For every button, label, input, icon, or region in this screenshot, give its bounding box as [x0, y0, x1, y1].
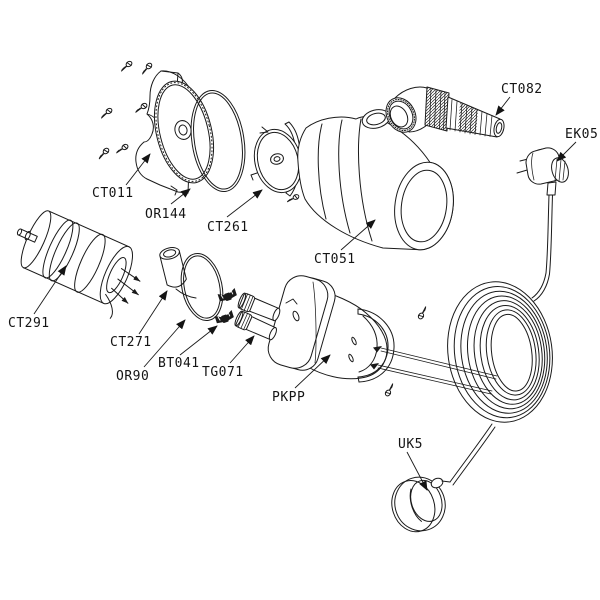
screw-icon — [116, 141, 130, 155]
part-bt041-wing-terminals — [213, 287, 239, 326]
part-label-tg071: TG071 — [202, 365, 244, 380]
part-label-or90: OR90 — [116, 369, 149, 384]
part-label-ct291: CT291 — [8, 316, 50, 331]
part-uk5-suction-cup — [391, 476, 451, 533]
part-pkpp-pump-body — [267, 275, 430, 399]
leader-or90: OR90 — [116, 319, 186, 384]
leader-bt041: BT041 — [158, 325, 218, 371]
part-label-ct082: CT082 — [501, 82, 543, 97]
part-label-uk5: UK5 — [398, 437, 423, 452]
part-ek05-plug — [516, 147, 569, 302]
screw-icon — [414, 306, 430, 322]
part-label-pkpp: PKPP — [272, 390, 305, 405]
leader-ct082: CT082 — [495, 82, 543, 116]
part-label-ek05: EK05 — [565, 127, 598, 142]
part-ct261-plate — [250, 121, 316, 205]
part-ct291-motor — [16, 210, 141, 319]
part-ct051-bellows — [297, 109, 454, 251]
screw-icon — [381, 383, 397, 399]
leader-ct291: CT291 — [8, 265, 67, 331]
screw-icon — [135, 100, 149, 114]
leader-ct011: CT011 — [92, 153, 151, 201]
part-or144-oring — [190, 89, 246, 193]
pump-wires — [370, 346, 498, 395]
part-label-ct271: CT271 — [110, 335, 152, 350]
part-label-bt041: BT041 — [158, 356, 200, 371]
screw-icon — [101, 106, 114, 119]
cup-cable — [449, 423, 496, 486]
screw-icon — [140, 61, 155, 75]
part-ct011-pump-cover — [135, 70, 214, 196]
screw-icon — [121, 59, 134, 72]
leader-ct271: CT271 — [110, 290, 168, 350]
leader-tg071: TG071 — [202, 335, 255, 380]
leader-or144: OR144 — [145, 188, 191, 222]
coiled-cable — [447, 281, 553, 423]
leader-ct051: CT051 — [314, 219, 376, 267]
part-label-or144: OR144 — [145, 207, 187, 222]
plug-cable — [531, 194, 550, 299]
part-label-ct051: CT051 — [314, 252, 356, 267]
screw-icon — [97, 146, 112, 160]
part-tg071-hose-tails — [232, 291, 283, 343]
leader-pkpp: PKPP — [272, 354, 331, 405]
leader-ek05: EK05 — [556, 127, 598, 162]
part-label-ct261: CT261 — [207, 220, 249, 235]
leader-ct261: CT261 — [207, 189, 263, 235]
part-or90-oring — [180, 252, 224, 322]
leader-uk5: UK5 — [398, 437, 428, 491]
part-ct082-elbow-connector — [385, 86, 505, 138]
part-label-ct011: CT011 — [92, 186, 134, 201]
part-ct271-capacitor — [159, 247, 197, 299]
